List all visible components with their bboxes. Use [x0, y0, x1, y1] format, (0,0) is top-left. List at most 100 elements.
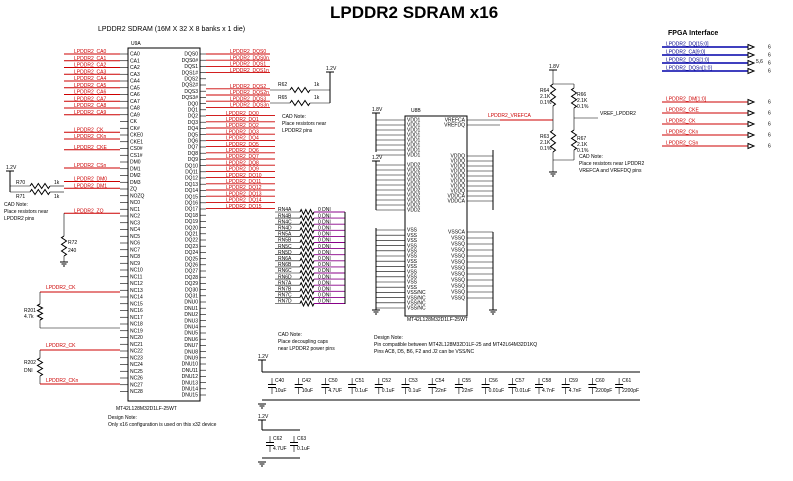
resistor-symbol: [299, 299, 315, 308]
pin-name: VSS: [407, 254, 418, 260]
cap-ref: C42: [302, 378, 311, 384]
pin-name: NC27: [130, 382, 143, 388]
label: R201: [24, 308, 36, 314]
resistor-symbol: [299, 226, 315, 234]
rn-ref: RN5A: [278, 232, 292, 238]
resistor-symbol: [36, 357, 44, 377]
label: 240: [68, 248, 77, 254]
net-label: LPDDR2_DQS1n: [230, 68, 269, 74]
resistor-symbol: [289, 86, 311, 94]
pin-name: VSS: [407, 264, 418, 270]
net-label: LPDDR2_CA1: [74, 56, 106, 62]
pin-name: VSSQ: [451, 296, 465, 302]
pin-name: VSS/NC: [407, 295, 426, 301]
rn-ref: RN7B: [278, 287, 292, 293]
rail-label: 1.8V: [372, 107, 383, 113]
pin-name: VDDQ: [451, 179, 466, 185]
ground-symbol: [60, 261, 68, 267]
net-label: LPDDR2_DM1: [74, 183, 107, 189]
pin-name: CA2: [130, 65, 140, 71]
rail-label: 1.2V: [258, 354, 269, 360]
pin-name: NC17: [130, 315, 143, 321]
cap-value: 0.01uF: [515, 388, 531, 394]
pin-name: NC4: [130, 227, 140, 233]
net-label: LPDDR2_CA4: [74, 76, 106, 82]
pin-name: VSS: [407, 238, 418, 244]
pin-name: VSS: [407, 228, 418, 234]
pin-name: CA7: [130, 99, 140, 105]
cap-ref: C63: [297, 436, 306, 442]
pin-name: DQ25: [185, 256, 198, 262]
pin-name: VSSQ: [451, 266, 465, 272]
pin-name: NC10: [130, 268, 143, 274]
rn-ref: RN6D: [278, 274, 292, 280]
resistor-symbol: [29, 182, 51, 190]
pin-name: NC12: [130, 281, 143, 287]
net-label: LPDDR2_DQ7: [226, 154, 259, 160]
cap-ref: C59: [569, 378, 578, 384]
pin-name: NC0: [130, 200, 140, 206]
pin-name: DQ30: [185, 287, 198, 293]
svg-text:Design Note:: Design Note:: [108, 415, 137, 421]
rn-ref: RN7C: [278, 293, 292, 299]
capacitor: C51 0.1uF: [348, 378, 368, 394]
net-label: LPDDR2_CA5: [74, 83, 106, 89]
power-rail: 1.2V: [372, 155, 383, 162]
pin-name: DNU12: [182, 374, 199, 380]
pin-name: DQ4: [188, 126, 199, 132]
cap-value: 0.1uF: [355, 388, 368, 394]
label: 2.1K: [577, 98, 588, 104]
pin-name: VSSQ: [451, 272, 465, 278]
fpga-title: FPGA Interface: [668, 30, 718, 37]
pin-name: CA4: [130, 79, 140, 85]
pin-name: CA0: [130, 52, 140, 58]
rn-value: 0 DNI: [318, 280, 331, 286]
pin-name: DQ24: [185, 250, 198, 256]
pin-name: VSSQ: [451, 248, 465, 254]
ground-symbol: [372, 309, 380, 315]
pin-name: VDD1: [407, 153, 421, 159]
pin-name: DNU4: [184, 325, 198, 331]
label: R66: [577, 92, 586, 98]
pin-name: VDD1: [407, 143, 421, 149]
pin-name: DQ10: [185, 163, 198, 169]
rail-label: 1.2V: [372, 155, 383, 161]
label: R70: [16, 180, 25, 186]
resistor-symbol: [549, 129, 557, 153]
page-ref: 5,6: [756, 59, 763, 65]
pin-name: NC16: [130, 308, 143, 314]
label: R67: [577, 136, 586, 142]
pin-name: NC5: [130, 234, 140, 240]
pin-name: NC23: [130, 355, 143, 361]
svg-text:CAD Note:: CAD Note:: [278, 332, 302, 338]
resistor-symbol: [299, 214, 315, 222]
pin-name: DQ20: [185, 225, 198, 231]
net-label: LPDDR2_DM[1:0]: [666, 97, 707, 103]
net-label: LPDDR2_CKE: [74, 145, 107, 151]
net-label: LPDDR2_DQS0n: [230, 55, 269, 61]
net-label: LPDDR2_CA0: [74, 49, 106, 55]
ground-symbol: [258, 461, 266, 467]
pin-name: VDD1: [407, 123, 421, 129]
pin-name: DNU1: [184, 306, 198, 312]
pin-name: DQ1: [188, 108, 199, 114]
pin-name: VDDQ: [451, 169, 466, 175]
pin-name: DQS3: [184, 89, 198, 95]
rn-ref: RN4D: [278, 226, 292, 232]
pin-name: DNU0: [184, 300, 198, 306]
pin-name: VSS: [407, 275, 418, 281]
label: 0.1%: [577, 148, 589, 154]
pin-name: VDD1: [407, 128, 421, 134]
pin-name: VSSQ: [451, 284, 465, 290]
svg-text:CAD Note:: CAD Note:: [579, 154, 603, 160]
cap-ref: C51: [355, 378, 364, 384]
pin-name: CA8: [130, 106, 140, 112]
pin-name: VDD2: [407, 183, 421, 189]
pin-name: DQS0: [184, 52, 198, 58]
net-label: LPDDR2_DQ11: [226, 179, 261, 185]
pin-name: DNU11: [182, 368, 198, 374]
